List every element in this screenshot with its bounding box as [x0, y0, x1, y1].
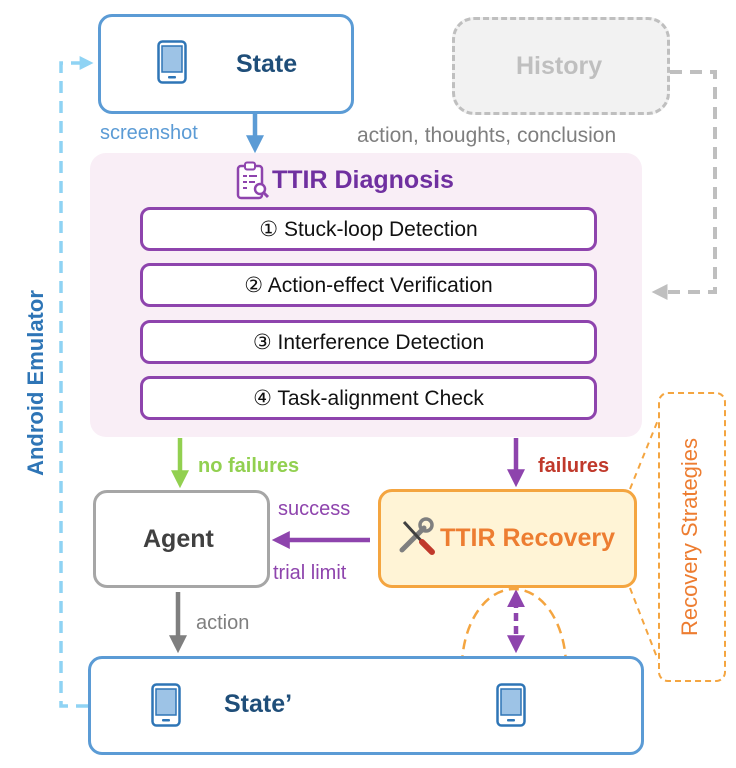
tools-icon: [399, 517, 435, 555]
state-title: State: [236, 50, 298, 78]
check-action-effect: ② Action-effect Verification: [140, 263, 597, 307]
state-prime-title: State’: [224, 690, 293, 718]
agent-title: Agent: [143, 525, 214, 553]
history-connector: [651, 70, 717, 300]
action-label: action: [196, 612, 250, 634]
tablet-icon: [151, 683, 181, 727]
check-stuck-loop: ① Stuck-loop Detection: [140, 207, 597, 251]
screenshot-label: screenshot: [100, 122, 198, 144]
tablet-icon: [157, 40, 187, 84]
android-emulator-label: Android Emulator: [23, 290, 48, 476]
check-task-alignment: ④ Task-alignment Check: [140, 376, 597, 420]
check-interference: ③ Interference Detection: [140, 320, 597, 364]
history-title: History: [516, 52, 603, 80]
emulator-loop-connector: [59, 56, 94, 708]
strategies-callout-top: [629, 419, 659, 490]
history-box: [452, 17, 670, 115]
recovery-title: TTIR Recovery: [440, 524, 616, 552]
state-box: [98, 14, 354, 114]
clipboard-icon: [236, 161, 270, 200]
diagnosis-title: TTIR Diagnosis: [272, 166, 454, 194]
tablet-icon: [496, 683, 526, 727]
failures-label: failures: [538, 455, 610, 477]
agent-box: [93, 490, 270, 588]
success-label: success: [278, 498, 351, 520]
no-failures-label: no failures: [198, 455, 300, 477]
recovery-strategies-label: Recovery Strategies: [677, 437, 702, 637]
strategies-callout-bottom: [629, 587, 659, 661]
trial-limit-label: trial limit: [273, 562, 347, 584]
recovery-box: [378, 489, 637, 588]
recovery-strategies-box: [658, 392, 726, 682]
history-caption: action, thoughts, conclusion: [357, 124, 617, 147]
